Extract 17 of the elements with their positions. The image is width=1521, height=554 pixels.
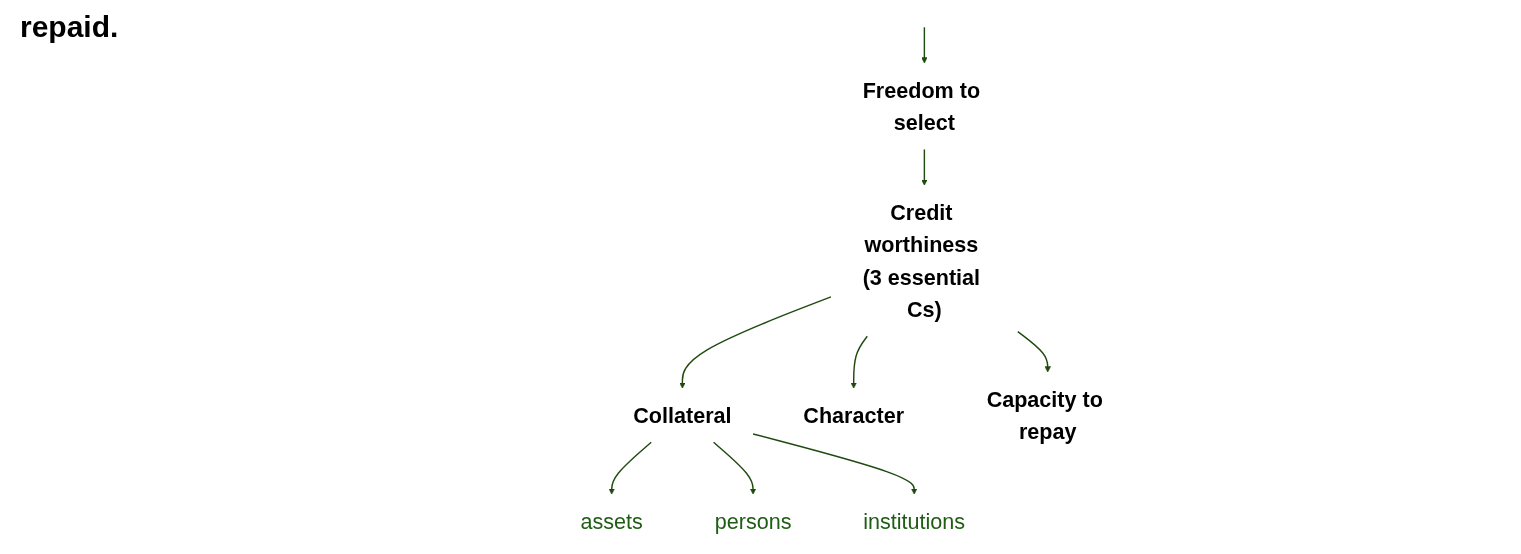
- node-text: persons: [714, 509, 792, 534]
- arrow: [850, 335, 868, 389]
- node-text: institutions: [863, 509, 966, 534]
- node-text: Collateral: [633, 403, 732, 428]
- arrow: [679, 296, 832, 389]
- node-text: Freedom to select: [862, 78, 980, 135]
- arrow: [712, 441, 757, 495]
- node-text: Capacity to repay: [986, 387, 1103, 444]
- arrow: [921, 148, 928, 186]
- arrow: [608, 441, 652, 495]
- node-text: Character: [803, 403, 904, 428]
- arrow: [752, 433, 918, 495]
- note-text: repaid.: [20, 10, 119, 44]
- node-text: Credit worthiness (3 essential Cs): [862, 200, 981, 322]
- arrow: [1017, 330, 1051, 373]
- arrow: [921, 26, 928, 64]
- node-text: assets: [580, 509, 643, 534]
